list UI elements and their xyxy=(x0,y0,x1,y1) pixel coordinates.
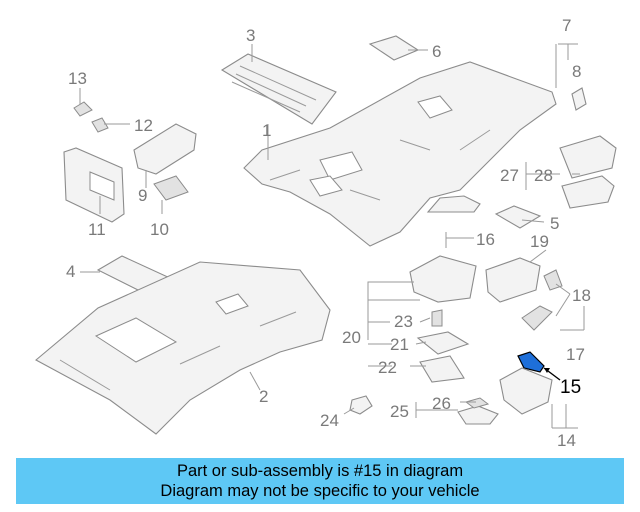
lamp-part-21 xyxy=(416,331,470,355)
callout-19: 19 xyxy=(530,232,549,251)
lens-part-22 xyxy=(419,355,465,383)
trim-part-18b xyxy=(521,305,553,331)
console-part-27 xyxy=(559,135,617,179)
callout-24: 24 xyxy=(320,411,339,430)
callout-12: 12 xyxy=(134,116,153,135)
visor-holder-part-9 xyxy=(133,123,197,175)
leader-lines xyxy=(79,43,585,429)
trim-part-18a xyxy=(543,269,563,291)
callout-17: 17 xyxy=(566,345,585,364)
callout-21: 21 xyxy=(390,335,409,354)
callout-20: 20 xyxy=(342,328,361,347)
info-banner: Part or sub-assembly is #15 in diagram D… xyxy=(16,458,624,504)
banner-line-disclaimer: Diagram may not be specific to your vehi… xyxy=(160,482,480,500)
switch-part-25 xyxy=(457,405,499,425)
callout-8: 8 xyxy=(572,62,581,81)
callout-3: 3 xyxy=(246,26,255,45)
callout-25: 25 xyxy=(390,402,409,421)
callout-9: 9 xyxy=(138,186,147,205)
upper-headliner-part xyxy=(243,61,557,247)
callout-6: 6 xyxy=(432,42,441,61)
callout-22: 22 xyxy=(378,358,397,377)
grommet-part-24 xyxy=(349,395,373,415)
lower-headliner-part xyxy=(35,261,331,435)
console-part-28 xyxy=(561,175,615,209)
callout-26: 26 xyxy=(432,394,451,413)
callout-14: 14 xyxy=(557,431,576,450)
fastener-part-13 xyxy=(73,101,93,117)
lamp-lens-part-6 xyxy=(368,35,420,61)
arrow-head-15 xyxy=(544,368,550,373)
fastener-part-12 xyxy=(91,117,109,133)
sound-pad-part xyxy=(220,53,337,125)
callout-11: 11 xyxy=(88,220,106,239)
callout-16: 16 xyxy=(476,230,495,249)
callout-2: 2 xyxy=(259,387,268,406)
assist-handle-part-16 xyxy=(426,195,481,213)
callout-1: 1 xyxy=(262,121,271,140)
callout-4: 4 xyxy=(66,262,75,281)
switch-part-26 xyxy=(464,397,490,409)
callout-15: 15 xyxy=(560,377,581,398)
screw-part-23 xyxy=(431,309,443,327)
callout-27: 27 xyxy=(500,166,519,185)
lamp-part-5 xyxy=(494,205,542,229)
clip-part-8 xyxy=(571,87,587,111)
callout-23: 23 xyxy=(394,312,413,331)
parts-diagram: 1 2 3 4 5 6 7 8 9 10 11 12 13 14 15 16 1… xyxy=(35,16,617,450)
callout-5: 5 xyxy=(550,214,559,233)
bulb-part-15 xyxy=(517,351,545,373)
sun-visor-part xyxy=(63,147,125,223)
bracket-part-19 xyxy=(485,257,541,303)
callout-7: 7 xyxy=(562,16,571,35)
clip-part-10 xyxy=(153,175,189,201)
callout-28: 28 xyxy=(534,166,553,185)
banner-line-part-number: Part or sub-assembly is #15 in diagram xyxy=(176,462,464,480)
callout-18: 18 xyxy=(572,286,591,305)
bracket-assembly-part-20 xyxy=(409,255,477,303)
callout-labels: 1 2 3 4 5 6 7 8 9 10 11 12 13 14 15 16 1… xyxy=(66,16,591,450)
callout-10: 10 xyxy=(150,220,169,239)
callout-13: 13 xyxy=(68,69,87,88)
lamp-part-14 xyxy=(499,367,553,415)
